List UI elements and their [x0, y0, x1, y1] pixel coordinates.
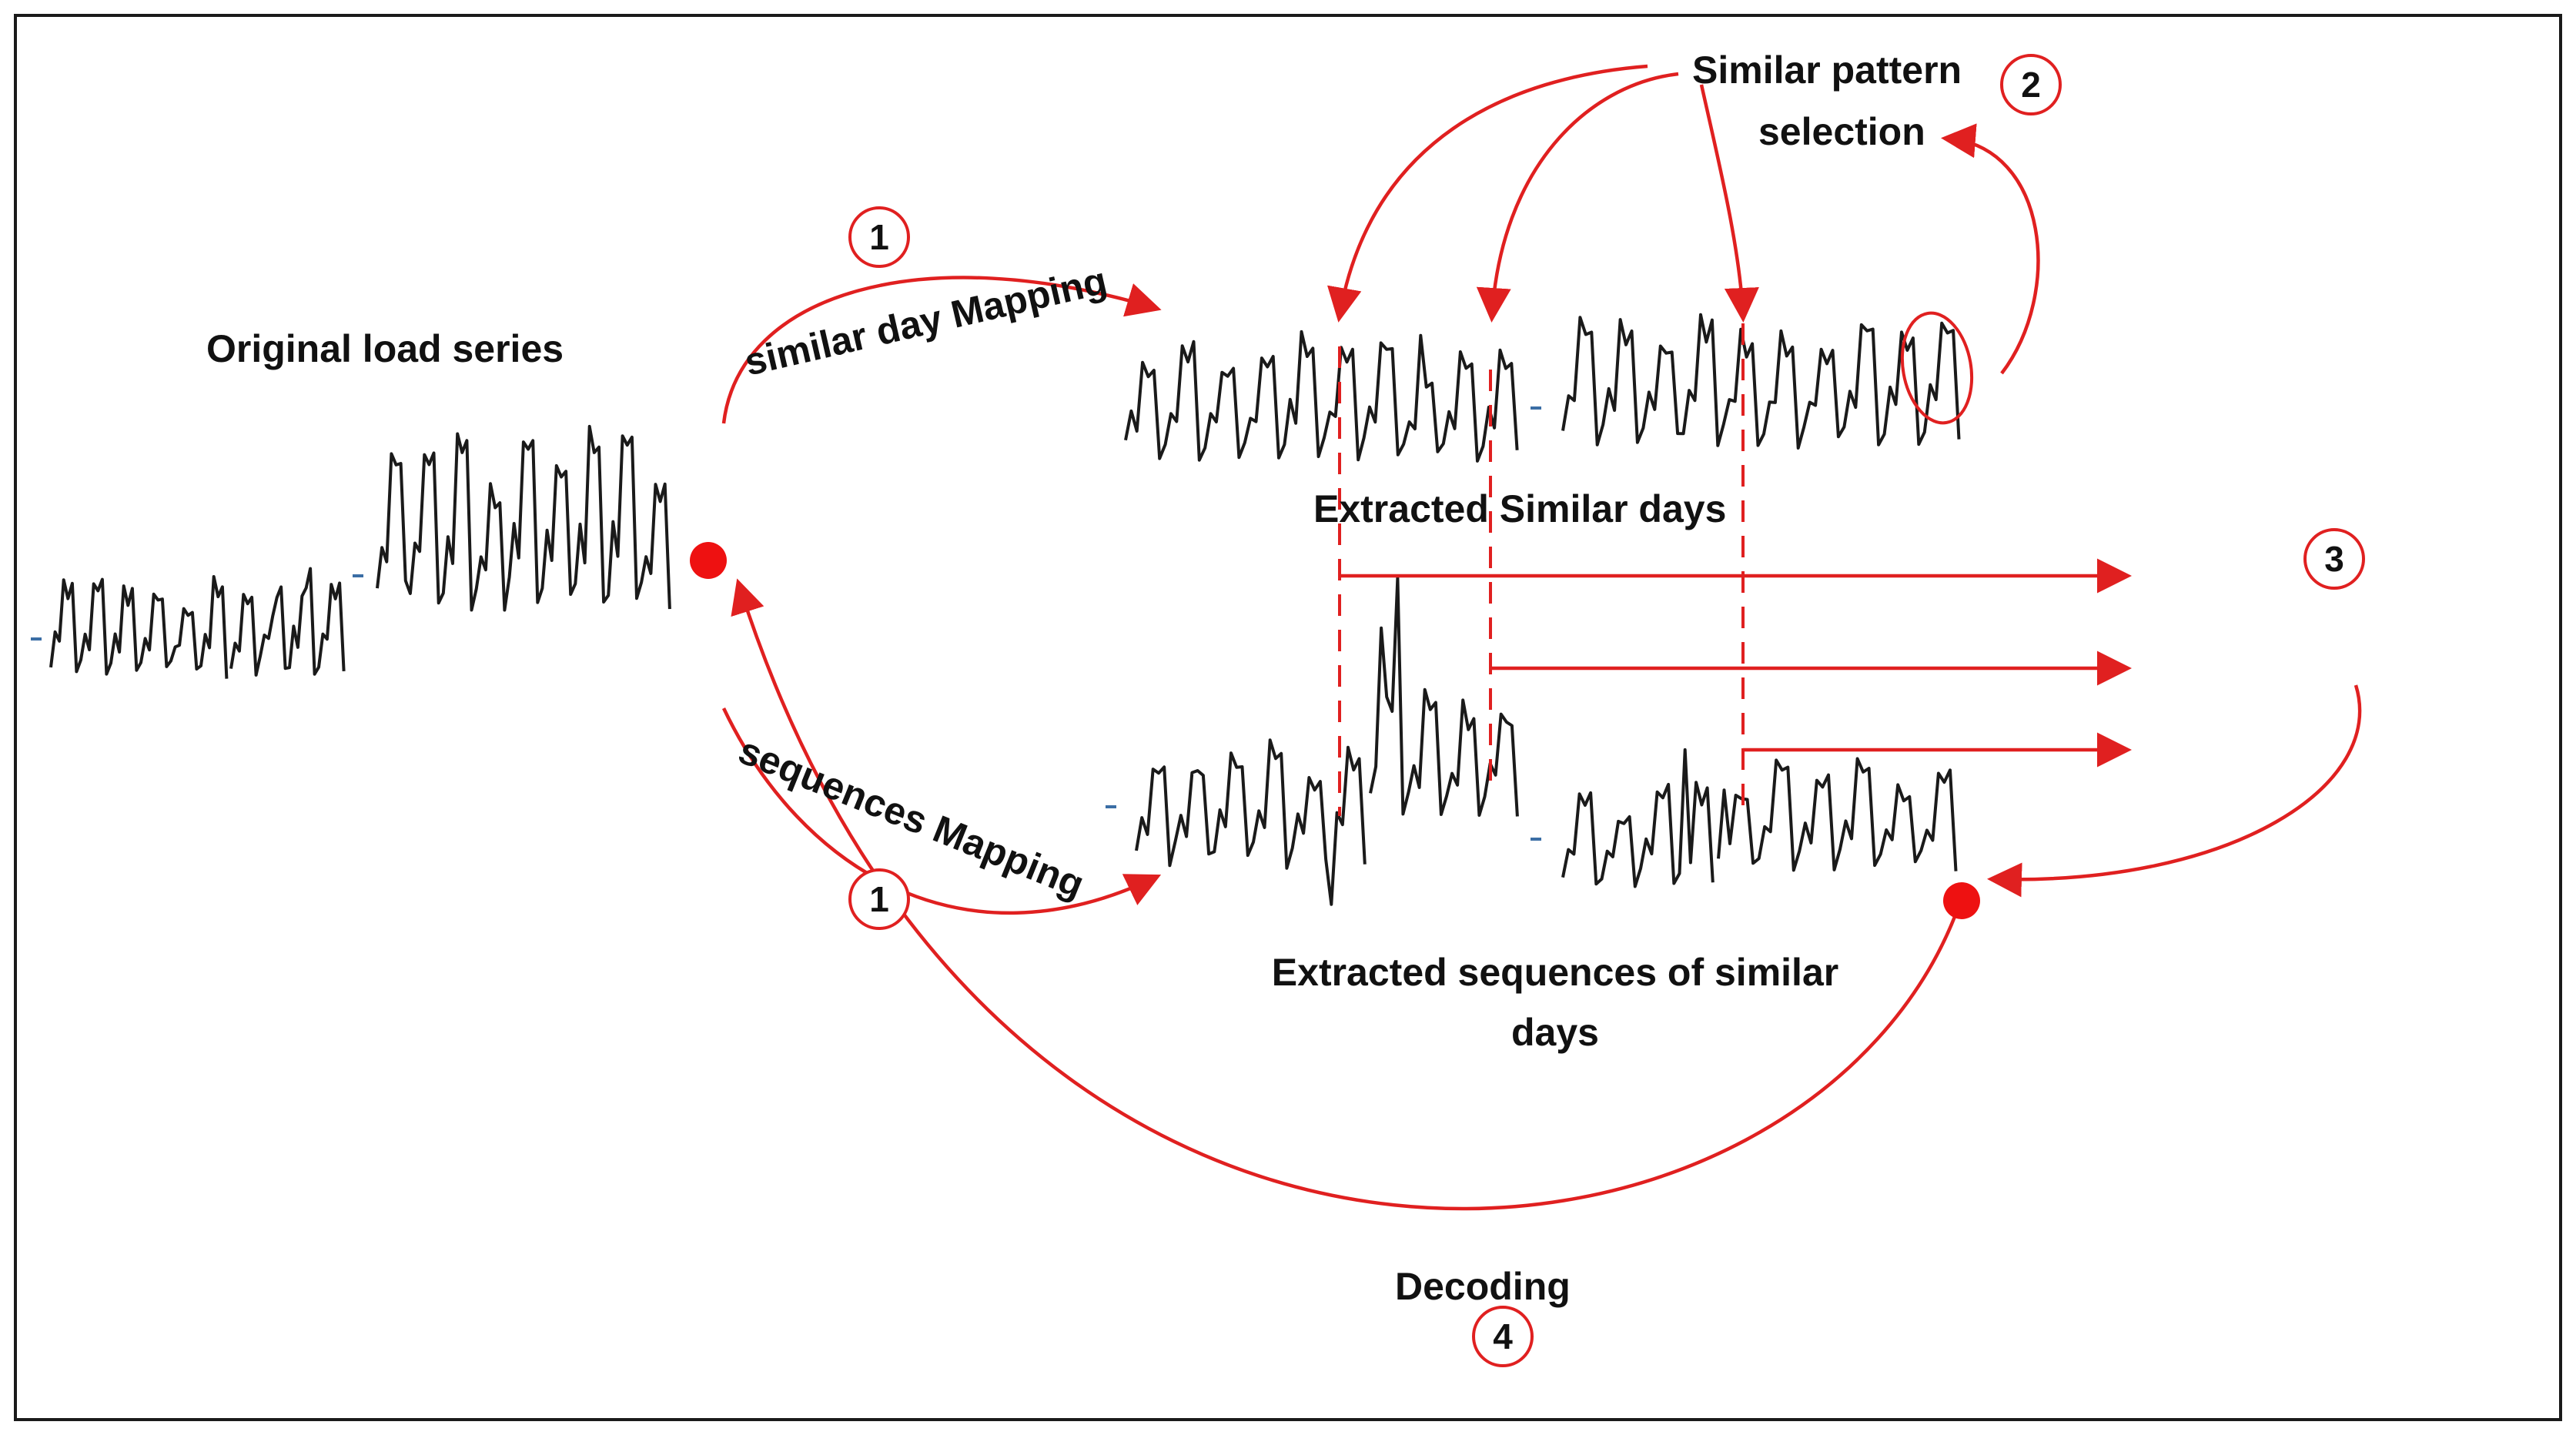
output-node-dot — [1943, 882, 1980, 919]
similar-days-segment-1 — [1124, 329, 1519, 463]
diagram-frame — [14, 14, 2562, 1421]
step-4-badge: 4 — [1472, 1306, 1534, 1367]
original-load-series-label: Original load series — [206, 327, 564, 370]
step-1-top-badge: 1 — [848, 206, 910, 268]
sequences-segment-2 — [1369, 576, 1519, 817]
similar-pattern-label-line2: selection — [1758, 110, 1925, 153]
alignment-dashed-lines — [1338, 323, 1745, 816]
step-1-bottom-badge: 1 — [848, 868, 910, 930]
segment-separators — [31, 406, 1541, 841]
similar-pattern-label-line1: Similar pattern — [1692, 49, 1962, 92]
similar-days-segment-2 — [1561, 313, 1961, 450]
sequences-segment-4 — [1717, 757, 1958, 872]
pattern-arrow-1 — [1327, 64, 1648, 323]
step-3-badge: 3 — [2303, 528, 2365, 590]
sequences-mapping-label: sequences Mapping — [733, 728, 1090, 906]
sequences-segment-3 — [1561, 748, 1715, 888]
sequences-segment-1 — [1135, 738, 1367, 906]
original-series-segment-3 — [376, 424, 671, 612]
extracted-sequences-label-line1: Extracted sequences of similar — [1271, 951, 1839, 994]
original-series-segment-1 — [49, 575, 229, 679]
step-2-badge: 2 — [2000, 54, 2062, 115]
pattern-arrow-3 — [1699, 84, 1759, 323]
extracted-similar-days-label: Extracted Similar days — [1313, 487, 1727, 530]
similar-day-mapping-arrow — [721, 276, 1162, 424]
source-node-dot — [690, 542, 727, 579]
load-series-traces — [49, 313, 1961, 906]
decoding-label: Decoding — [1395, 1265, 1571, 1308]
original-series-segment-2 — [229, 567, 346, 677]
selected-pattern-ellipse — [1900, 311, 1974, 425]
step3-return-arrow — [1987, 684, 2362, 898]
pattern-arrow-2 — [1476, 72, 1679, 323]
pattern-return-arrow — [1941, 123, 2040, 375]
extracted-sequences-label-line2: days — [1511, 1011, 1599, 1054]
